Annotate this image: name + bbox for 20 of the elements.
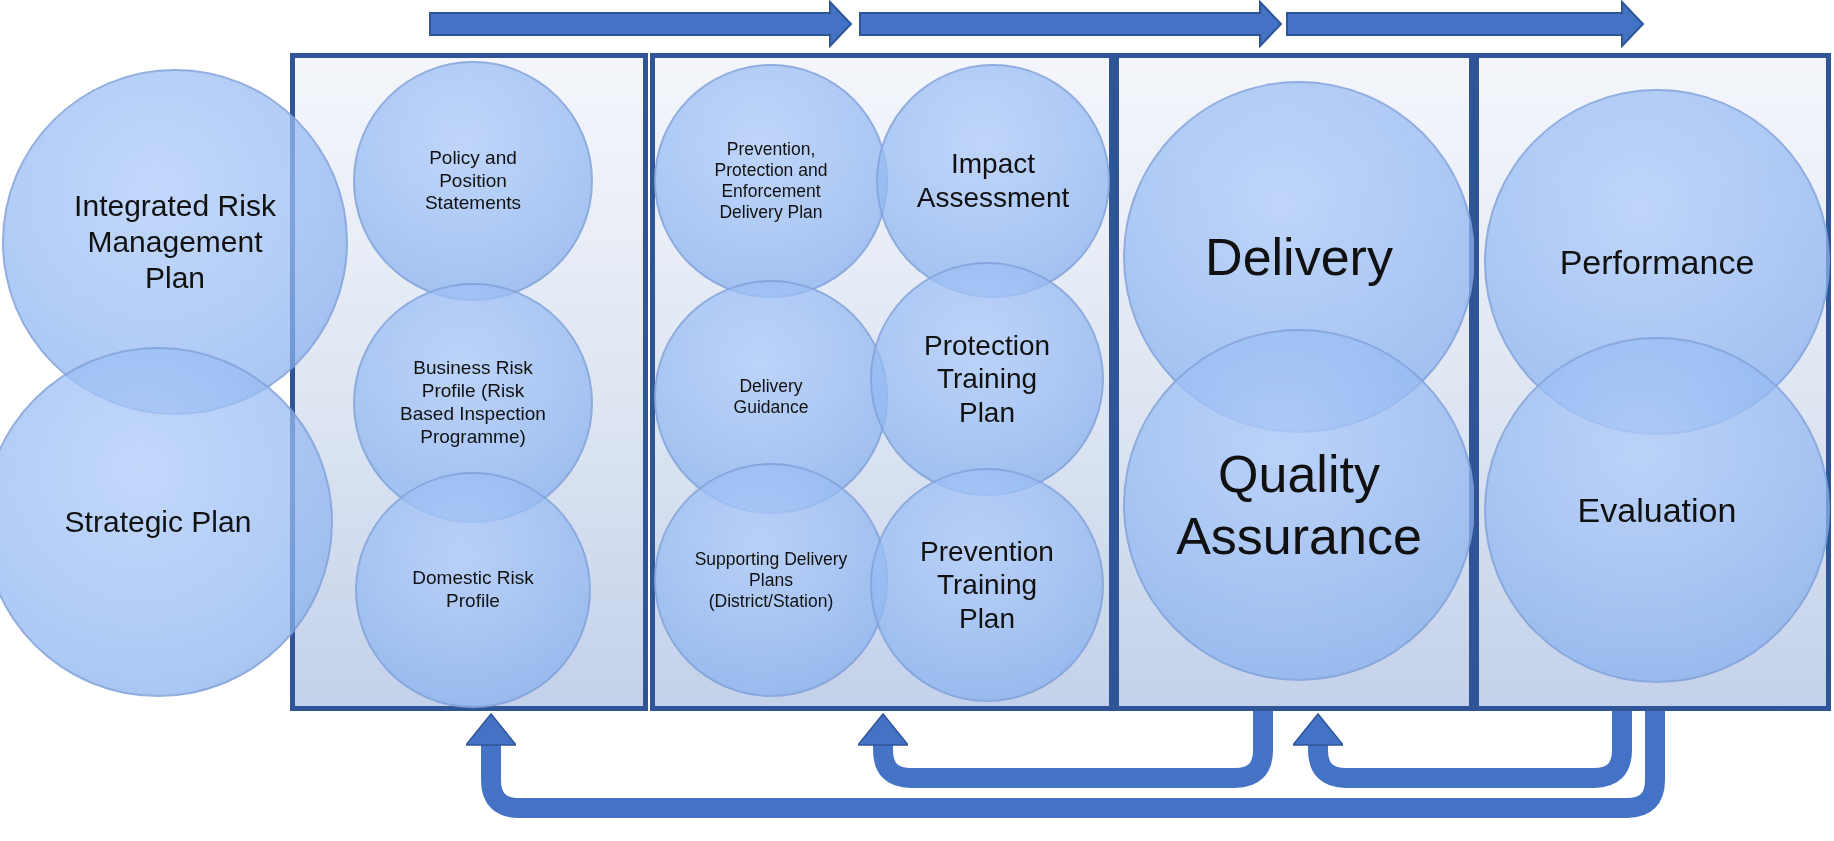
return-arrow	[1292, 711, 1632, 788]
node-label: Protection Training Plan	[922, 328, 1052, 430]
node-label: Evaluation	[1576, 489, 1738, 531]
node-label: Prevention, Protection and Enforcement Delivery Plan	[713, 139, 829, 223]
node-label: Supporting Delivery Plans (District/Station)	[693, 548, 849, 612]
node-label: Delivery Guidance	[732, 376, 810, 418]
node-label: Integrated Risk Management Plan	[73, 188, 277, 296]
node-label: Policy and Position Statements	[423, 146, 523, 216]
node-label: Domestic Risk Profile	[411, 567, 535, 613]
node-label: Quality Assurance	[1175, 443, 1423, 567]
node-label: Prevention Training Plan	[919, 534, 1055, 636]
stage-panel	[290, 53, 648, 711]
return-arrow	[465, 711, 1665, 818]
node-label: Delivery	[1204, 226, 1394, 288]
node-label: Strategic Plan	[63, 504, 253, 540]
stage-panel	[650, 53, 1114, 711]
node-label: Performance	[1558, 241, 1756, 283]
stage-panel	[1474, 53, 1831, 711]
node-label: Business Risk Profile (Risk Based Inspection Programme)	[399, 357, 547, 449]
node-label: Impact Assessment	[915, 147, 1071, 215]
